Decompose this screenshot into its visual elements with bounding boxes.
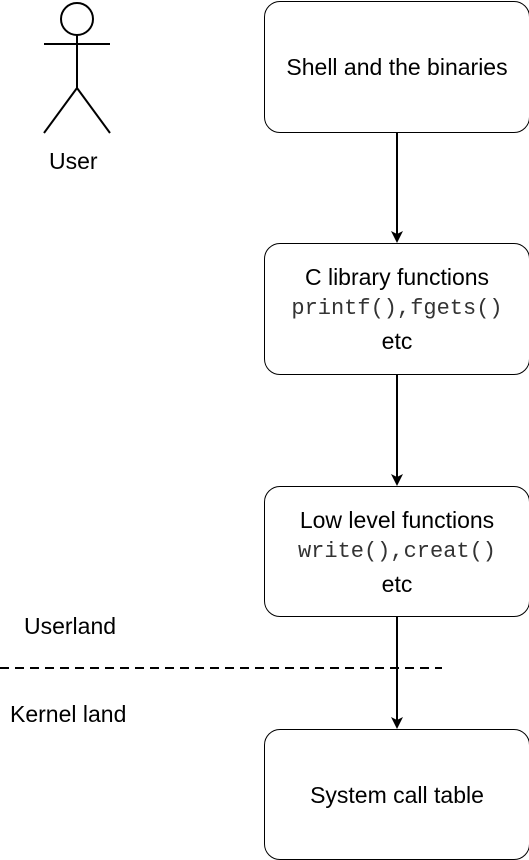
low-level-suffix: etc [381, 570, 413, 597]
syscall-table-title: System call table [310, 781, 484, 808]
c-library-title: C library functions [304, 264, 490, 290]
low-level-code: write(),creat() [297, 538, 497, 564]
c-library-code: printf(),fgets() [291, 296, 503, 321]
user-actor-icon [43, 2, 111, 134]
low-level-box: Low level functions write(),creat() etc [264, 486, 529, 617]
shell-binaries-title: Shell and the binaries [286, 54, 508, 80]
c-library-box: C library functions printf(),fgets() etc [264, 243, 529, 375]
user-label: User [49, 148, 98, 174]
low-level-title: Low level functions [299, 506, 495, 533]
userland-label: Userland [24, 613, 117, 639]
shell-binaries-box: Shell and the binaries [264, 1, 529, 133]
c-library-suffix: etc [381, 328, 413, 354]
syscall-table-box: System call table [264, 729, 529, 860]
kernel-land-label: Kernel land [10, 701, 127, 727]
